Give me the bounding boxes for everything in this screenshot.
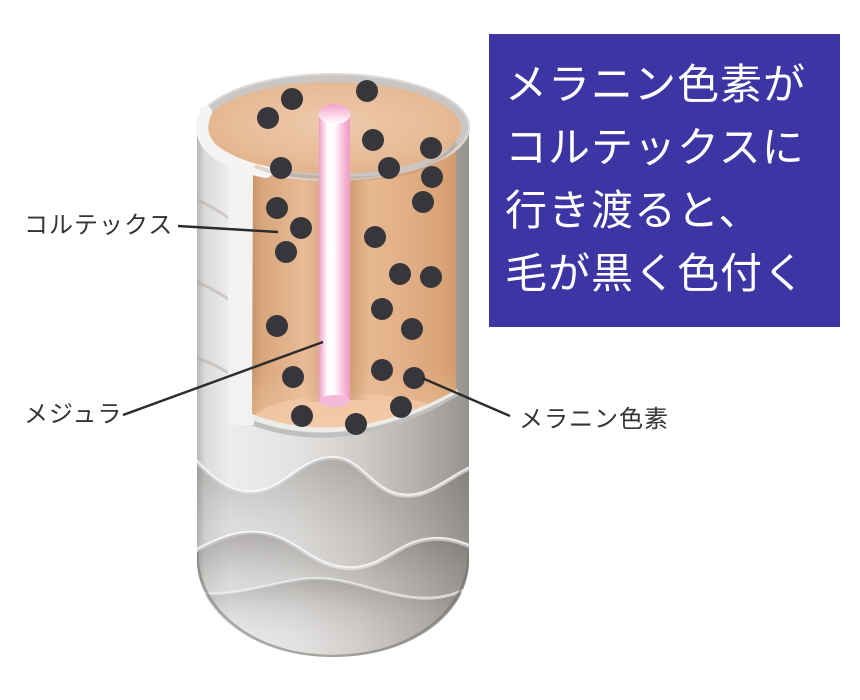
info-box-line-3: 行き渡ると、 xyxy=(505,186,762,235)
melanin-leader-line xyxy=(421,376,511,418)
info-box-line-4: 毛が黒く色付く xyxy=(505,249,807,298)
melanin-dot xyxy=(390,396,412,418)
melanin-dot xyxy=(356,80,378,102)
melanin-dot xyxy=(266,315,288,337)
melanin-dot xyxy=(420,137,442,159)
medulla-rod xyxy=(318,104,351,407)
melanin-dot xyxy=(270,157,292,179)
hair-shaft-body xyxy=(197,74,469,657)
medulla-leader-line xyxy=(122,340,324,417)
melanin-dot xyxy=(291,405,313,427)
info-box: メラニン色素が コルテックスに 行き渡ると、 毛が黒く色付く xyxy=(489,34,840,327)
info-box-line-2: コルテックスに xyxy=(505,123,805,172)
melanin-dot xyxy=(371,298,393,320)
melanin-dot xyxy=(257,107,279,129)
melanin-dot xyxy=(266,197,288,219)
leader-lines xyxy=(122,224,511,418)
melanin-dot xyxy=(371,359,393,381)
cortex-label: コルテックス xyxy=(24,211,174,239)
cortex-leader-line xyxy=(177,224,279,234)
melanin-dot xyxy=(281,88,303,110)
melanin-dot xyxy=(362,129,384,151)
melanin-dot xyxy=(401,318,423,340)
melanin-dot xyxy=(282,366,304,388)
melanin-label: メラニン色素 xyxy=(519,405,669,433)
melanin-dot xyxy=(389,263,411,285)
melanin-dot xyxy=(275,241,297,263)
melanin-dot xyxy=(421,166,443,188)
melanin-dot xyxy=(412,191,434,213)
melanin-dot xyxy=(345,413,367,435)
info-box-line-1: メラニン色素が xyxy=(505,60,807,109)
medulla-label: メジュラ xyxy=(24,400,123,428)
melanin-dot xyxy=(364,226,386,248)
melanin-dot xyxy=(403,367,425,389)
melanin-dot xyxy=(378,157,400,179)
melanin-dot xyxy=(420,266,442,288)
melanin-dots xyxy=(257,80,443,435)
melanin-dot xyxy=(290,217,312,239)
